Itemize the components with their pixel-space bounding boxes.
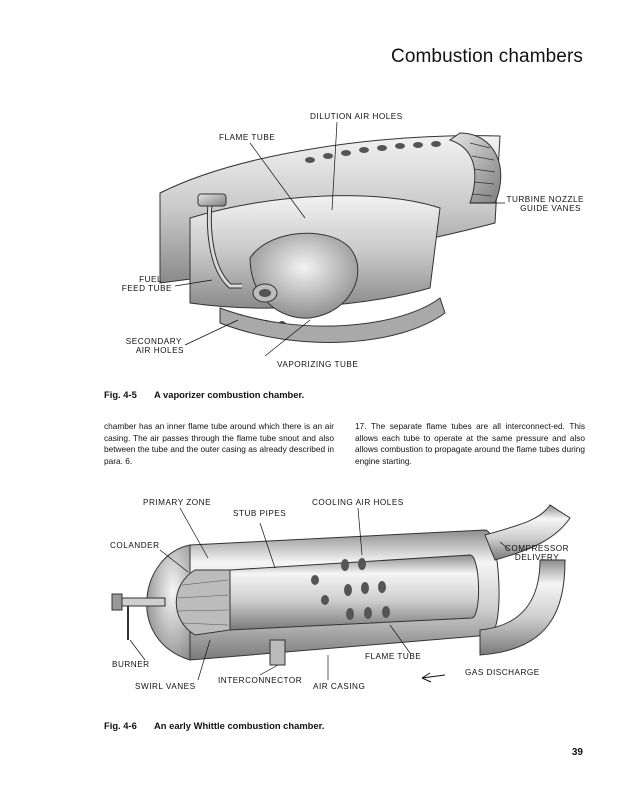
label-compressor-line2: DELIVERY [514,553,560,562]
body-text-right-column: 17. The separate flame tubes are all int… [355,421,585,466]
label-turbine-nozzle-line1: TURBINE NOZZLE [506,195,584,204]
caption-text: An early Whittle combustion chamber. [154,720,325,731]
label-primary-zone: PRIMARY ZONE [143,498,212,507]
label-swirl-vanes: SWIRL VANES [135,682,196,691]
figure-caption-4-5: Fig. 4-5 A vaporizer combustion chamber. [104,389,304,400]
label-turbine-nozzle-line2: GUIDE VANES [520,204,581,213]
label-vaporizing-tube: VAPORIZING TUBE [277,360,359,369]
label-stub-pipes: STUB PIPES [233,509,287,518]
label-burner: BURNER [112,660,150,669]
label-flame-tube: FLAME TUBE [219,133,276,142]
caption-number: Fig. 4-5 [104,389,137,400]
caption-text: A vaporizer combustion chamber. [154,389,305,400]
caption-number: Fig. 4-6 [104,720,137,731]
vaporizer-chamber-illustration [159,121,505,357]
label-fuel-line2: FEED TUBE [121,284,172,293]
label-colander: COLANDER [110,541,160,550]
label-air-casing: AIR CASING [313,682,366,691]
page-title: Combustion chambers [391,46,583,67]
label-interconnector: INTERCONNECTOR [218,676,303,685]
figure-caption-4-6: Fig. 4-6 An early Whittle combustion cham… [104,720,324,731]
label-cooling-air-holes: COOLING AIR HOLES [312,498,404,507]
whittle-combustion-chamber-figure: PRIMARY ZONE STUB PIPES COOLING AIR HOLE… [100,490,600,700]
label-gas-discharge: GAS DISCHARGE [465,668,540,677]
label-compressor-line1: COMPRESSOR [504,544,570,553]
label-flame-tube-whittle: FLAME TUBE [365,652,422,661]
label-dilution-air-holes: DILUTION AIR HOLES [310,112,403,121]
whittle-chamber-illustration [111,504,571,683]
body-text-left-column: chamber has an inner flame tube around w… [104,421,334,466]
label-secondary-line1: SECONDARY [125,337,182,346]
vaporizer-combustion-chamber-figure: DILUTION AIR HOLES FLAME TUBE TURBINE NO… [100,108,600,373]
page-number: 39 [571,747,583,758]
label-fuel-line1: FUEL [139,275,162,284]
label-secondary-line2: AIR HOLES [135,346,184,355]
